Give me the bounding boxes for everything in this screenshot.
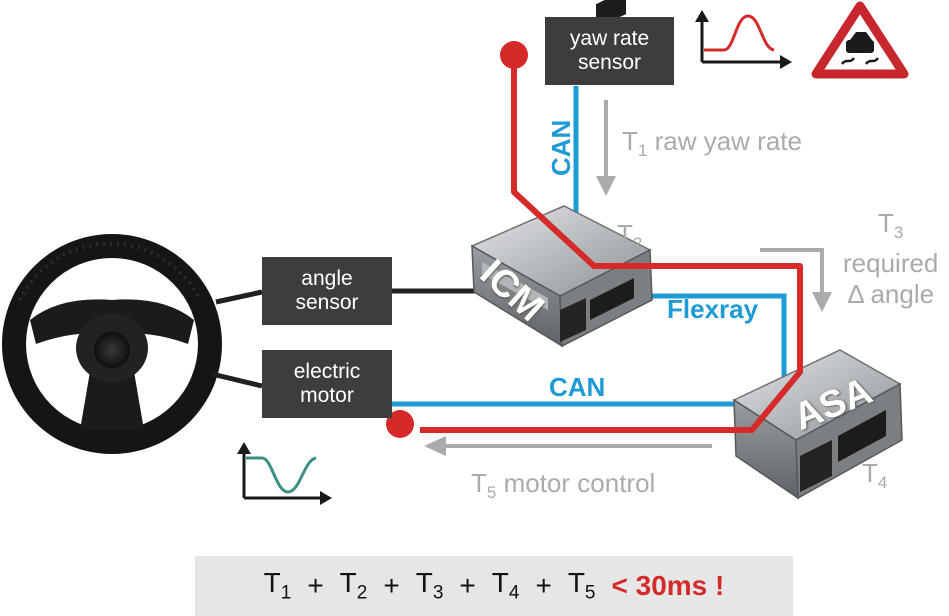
path-start-dot xyxy=(500,41,528,69)
can-horizontal-label: CAN xyxy=(549,372,606,402)
t4-sub: 4 xyxy=(877,473,888,493)
angle-sensor-line2: sensor xyxy=(295,291,359,314)
formula-term-2: T2 xyxy=(339,567,368,604)
t2-label: T2 xyxy=(617,219,642,254)
formula-plus-2: + xyxy=(383,570,400,601)
formula-plus-1: + xyxy=(307,570,324,601)
t1-text: raw yaw rate xyxy=(654,126,802,156)
yaw-rate-sensor-line1: yaw rate xyxy=(569,27,650,50)
wheel-to-angle-sensor-line xyxy=(215,289,263,305)
formula-term-5: T5 xyxy=(567,567,596,604)
t1-label: T1 raw yaw rate xyxy=(622,126,802,161)
yaw-rate-sensor-line2: sensor xyxy=(577,51,642,74)
latency-formula: T1 + T2 + T3 + T4 + T5 < 30ms ! xyxy=(195,556,793,616)
yaw-rate-graph-icon xyxy=(695,10,792,69)
t5-text: motor control xyxy=(503,468,656,498)
formula-term-4: T4 xyxy=(491,567,520,604)
t4-t: T xyxy=(862,458,878,488)
path-end-dot xyxy=(386,410,414,438)
t5-t: T xyxy=(471,468,487,498)
t1-sub: 1 xyxy=(637,141,648,161)
t5-arrow xyxy=(424,436,712,456)
can-vertical-label: CAN xyxy=(546,119,576,176)
t2-t: T xyxy=(617,219,633,249)
t3-line2: required xyxy=(843,248,939,279)
wheel-to-motor-line xyxy=(211,371,263,389)
formula-term-1: T1 xyxy=(263,567,292,604)
formula-plus-4: + xyxy=(535,570,552,601)
t3-t: T xyxy=(878,208,894,238)
electric-motor-box: electric motor xyxy=(262,350,392,418)
t3-label: T3 required Δ angle xyxy=(843,208,938,310)
red-signal-path xyxy=(386,41,803,438)
t3-arrow xyxy=(760,248,832,312)
asa-ecu xyxy=(732,349,903,500)
electric-motor-line1: electric xyxy=(293,360,361,383)
t1-t: T xyxy=(622,126,638,156)
formula-limit: < 30ms ! xyxy=(611,570,725,601)
t2-sub: 2 xyxy=(632,234,643,254)
steering-wheel-icon xyxy=(2,234,222,454)
t4-label: T4 xyxy=(862,458,887,493)
t3-sub: 3 xyxy=(893,223,904,243)
formula-term-3: T3 xyxy=(415,567,444,604)
flexray-label: Flexray xyxy=(667,294,759,324)
motor-response-graph-icon xyxy=(237,442,332,505)
t5-sub: 5 xyxy=(486,483,497,503)
t1-arrow xyxy=(596,100,616,196)
icm-ecu xyxy=(470,0,653,348)
t5-label: T5 motor control xyxy=(471,468,655,503)
electric-motor-line2: motor xyxy=(300,384,354,407)
yaw-rate-sensor-box: yaw rate sensor xyxy=(545,17,674,85)
t3-line3: Δ angle xyxy=(847,279,935,310)
flexray-wire xyxy=(590,293,787,392)
angle-sensor-box: angle sensor xyxy=(262,257,392,325)
angle-sensor-line1: angle xyxy=(301,267,353,290)
formula-plus-3: + xyxy=(459,570,476,601)
skid-warning-sign-icon xyxy=(811,1,909,79)
